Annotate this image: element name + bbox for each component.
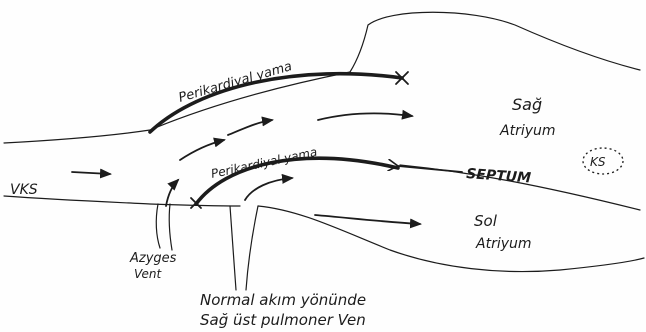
right-atrium-label-1: Sağ	[512, 95, 542, 114]
azygos-label-1: Azyges	[129, 251, 177, 266]
septum-label: SEPTUM	[466, 166, 532, 186]
upper-flow-arrow-1	[228, 120, 272, 135]
vks-inflow-arrow	[72, 172, 110, 174]
ks-label: KS	[590, 155, 606, 169]
azygos-vein-right-wall	[169, 204, 172, 250]
azygos-flow-arrow	[166, 180, 178, 206]
pulmonary-flow-arrow	[245, 178, 292, 200]
mid-flow-arrow	[180, 140, 224, 160]
upper-flow-arrow-2	[318, 113, 412, 120]
left-atrium-label-2: Atriyum	[475, 236, 532, 252]
azygos-vein-left-wall	[156, 204, 160, 248]
right-atrium-label-2: Atriyum	[499, 123, 556, 139]
azygos-label-2: Vent	[134, 267, 162, 281]
upper-patch-label: Perikardiyal yama	[177, 59, 294, 106]
svc-lower-wall	[4, 196, 240, 206]
lower-patch-start-marker	[191, 198, 201, 208]
pulmonary-vein-left-wall	[230, 206, 236, 290]
left-atrium-label-1: Sol	[474, 212, 498, 230]
pulmonary-vein-right-wall	[246, 206, 258, 290]
lower-patch-label: Perikardiyal yama	[210, 145, 319, 181]
vks-label: VKS	[10, 182, 38, 198]
septum-pointer-arrow	[398, 166, 462, 172]
caption-line-1: Normal akım yönünde	[200, 291, 366, 309]
caption-line-2: Sağ üst pulmoner Ven	[200, 311, 366, 329]
left-atrium-flow-arrow	[315, 215, 420, 224]
